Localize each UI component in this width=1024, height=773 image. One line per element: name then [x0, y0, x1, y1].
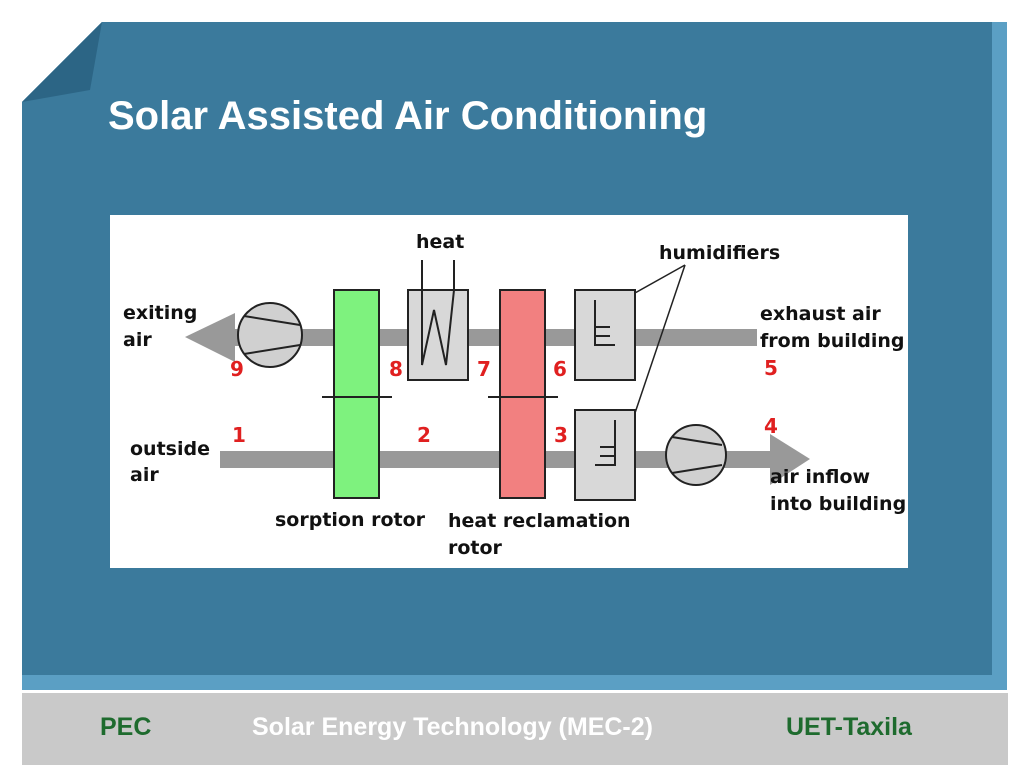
heat-rotor-label-line2: rotor — [448, 537, 503, 559]
point-8: 8 — [389, 357, 403, 381]
point-7: 7 — [477, 357, 491, 381]
heat-rotor-label-line1: heat reclamation — [448, 510, 631, 532]
heat-label: heat — [416, 231, 464, 253]
point-9: 9 — [230, 357, 244, 381]
point-4: 4 — [764, 414, 778, 438]
footer-center-text: Solar Energy Technology (MEC-2) — [252, 713, 653, 741]
slide-title: Solar Assisted Air Conditioning — [108, 94, 708, 138]
exiting-air-label-line1: exiting — [123, 302, 197, 324]
outside-air-label-line1: outside — [130, 438, 210, 460]
outside-air-label-line2: air — [130, 464, 159, 486]
point-6: 6 — [553, 357, 567, 381]
air-inflow-label-line2: into building — [770, 493, 906, 515]
point-2: 2 — [417, 423, 431, 447]
page-curl — [22, 22, 102, 102]
exiting-air-label-line2: air — [123, 329, 152, 351]
point-1: 1 — [232, 423, 246, 447]
exhaust-air-label-line2: from building — [760, 330, 905, 352]
air-conditioning-diagram: heat humidifiers exiting air exhaust air… — [110, 215, 908, 568]
air-inflow-label-line1: air inflow — [770, 466, 870, 488]
diagram-canvas: heat humidifiers exiting air exhaust air… — [110, 215, 908, 568]
heat-reclamation-rotor — [499, 289, 546, 499]
inflow-arrow — [770, 434, 810, 485]
supply-fan-icon — [665, 424, 727, 486]
exhaust-duct — [235, 329, 757, 346]
sorption-rotor-label: sorption rotor — [275, 509, 426, 531]
heater-coil-icon — [407, 260, 469, 381]
point-3: 3 — [554, 423, 568, 447]
point-5: 5 — [764, 356, 778, 380]
footer-right-text: UET-Taxila — [786, 713, 912, 741]
humidifier-top-icon — [574, 289, 636, 381]
humidifier-pointer-lines — [634, 264, 686, 414]
humidifier-bottom-icon — [574, 409, 636, 501]
footer-bar — [22, 693, 1008, 765]
humidifiers-label: humidifiers — [659, 242, 780, 264]
sorption-rotor — [333, 289, 380, 499]
exit-arrow — [185, 313, 235, 362]
footer-left-text: PEC — [100, 713, 152, 741]
exhaust-fan-icon — [237, 302, 303, 368]
exhaust-air-label-line1: exhaust air — [760, 303, 881, 325]
